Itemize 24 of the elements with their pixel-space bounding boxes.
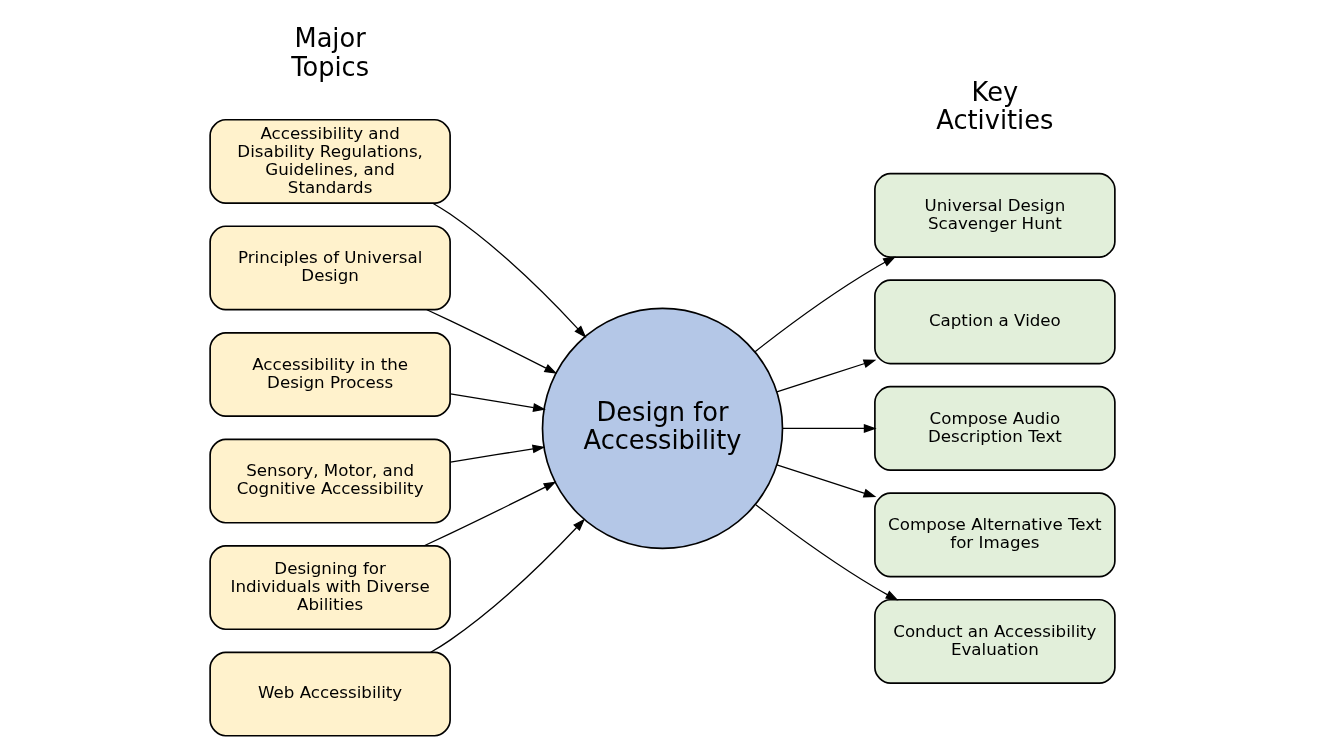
arrow: [449, 393, 546, 412]
arrow: [755, 504, 899, 601]
node-box: Compose Audio Description Text: [874, 385, 1116, 471]
label: Key Activities: [936, 77, 1054, 136]
node-box: Compose Alternative Text for Images: [874, 492, 1116, 578]
node-box: Universal Design Scavenger Hunt: [874, 172, 1116, 258]
arrow: [430, 518, 586, 653]
node-box: Designing for Individuals with Diverse Abilities: [209, 545, 451, 631]
node-box: Caption a Video: [874, 279, 1116, 365]
arrow: [423, 481, 557, 547]
node-box: Principles of Universal Design: [209, 225, 451, 311]
arrow: [449, 444, 546, 463]
arrow: [426, 309, 558, 374]
arrow: [782, 423, 877, 433]
arrow: [776, 359, 877, 393]
node-box: Conduct an Accessibility Evaluation: [874, 598, 1116, 684]
node-box: Accessibility and Disability Regulations, Guidelines, and Standards: [209, 118, 451, 204]
arrow: [776, 464, 877, 498]
label: Major Topics: [291, 23, 370, 82]
arrow: [432, 202, 587, 339]
arrow: [754, 256, 896, 353]
node-box: Accessibility in the Design Process: [209, 331, 451, 418]
node-box: Web Accessibility: [209, 651, 451, 737]
node-box: Sensory, Motor, and Cognitive Accessibility: [209, 438, 451, 524]
